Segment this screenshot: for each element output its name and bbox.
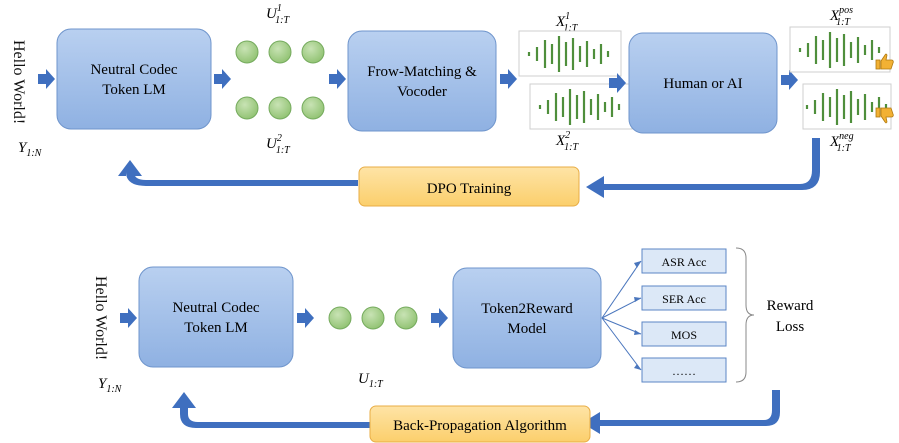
token (394, 306, 418, 330)
token (268, 96, 292, 120)
arrow-right (500, 69, 517, 89)
arrow-right (297, 308, 314, 328)
token (268, 40, 292, 64)
reward-item (641, 285, 727, 311)
thumbs-down-icon (875, 107, 894, 124)
vocoder-label-line2: Vocoder (397, 84, 447, 100)
dpo-training-box (358, 166, 580, 207)
thumbs-up-icon (875, 53, 894, 70)
token-row-bottom (328, 306, 418, 330)
backprop-label: Back-Propagation Algorithm (393, 418, 567, 434)
reward-model-box (452, 267, 602, 369)
reward-loss-line1: Reward (767, 298, 814, 314)
reward-item-label: MOS (671, 328, 697, 342)
top-pipeline: Hello World! Y1:N Neutral Codec Token LM… (10, 3, 894, 207)
token (328, 306, 352, 330)
dpo-training-label: DPO Training (427, 181, 512, 197)
waveform-neg (802, 83, 892, 130)
bottom-lm-box (138, 266, 294, 368)
bottom-pipeline: Hello World! Y1:N Neutral Codec Token LM… (92, 247, 814, 443)
bottom-input-var: Y1:N (98, 376, 123, 395)
judge-box (628, 32, 778, 134)
token-row-1 (235, 40, 325, 64)
arrow-right (329, 69, 346, 89)
arrow-right (781, 70, 798, 90)
reward-item (641, 248, 727, 274)
reward-item-label: …… (672, 364, 696, 378)
token (235, 40, 259, 64)
reward-model-label-line2: Model (507, 321, 546, 337)
reward-model-label-line1: Token2Reward (481, 301, 573, 317)
token-row-2 (235, 96, 325, 120)
token (301, 96, 325, 120)
top-lm-label-line1: Neutral Codec (90, 62, 177, 78)
backprop-box (369, 405, 591, 443)
arrow-right (431, 308, 448, 328)
reward-loss-line2: Loss (776, 319, 805, 335)
waveform-2 (529, 83, 633, 130)
token (235, 96, 259, 120)
arrow-right (120, 308, 137, 328)
vocoder-label-line1: Frow-Matching & (367, 64, 477, 80)
arrow-right (38, 69, 55, 89)
reward-item (641, 321, 727, 347)
reward-brace (735, 247, 755, 383)
top-input-var: Y1:N (18, 140, 43, 159)
reward-item-label: SER Acc (662, 292, 706, 306)
token (301, 40, 325, 64)
judge-label: Human or AI (663, 76, 742, 92)
u-label: U1:T (358, 371, 384, 390)
feedback-arrow-left (118, 160, 358, 186)
top-lm-label-line2: Token LM (102, 82, 166, 98)
bottom-lm-label-line1: Neutral Codec (172, 300, 259, 316)
feedback-arrow-right (586, 138, 820, 198)
bottom-lm-label-line2: Token LM (184, 320, 248, 336)
reward-item-label: ASR Acc (662, 255, 707, 269)
reward-list: ASR Acc SER Acc MOS …… (641, 248, 727, 383)
backprop-arrow-right (582, 390, 780, 434)
top-input-text: Hello World! (10, 40, 27, 124)
bottom-input-text: Hello World! (92, 276, 109, 360)
top-lm-box (56, 28, 212, 130)
vocoder-box (347, 30, 497, 132)
waveform-pos (789, 26, 891, 73)
reward-branch-lines (601, 260, 642, 371)
arrow-right (214, 69, 231, 89)
backprop-arrow-left (172, 392, 370, 428)
token (361, 306, 385, 330)
waveform-1 (518, 30, 622, 77)
reward-item (641, 357, 727, 383)
